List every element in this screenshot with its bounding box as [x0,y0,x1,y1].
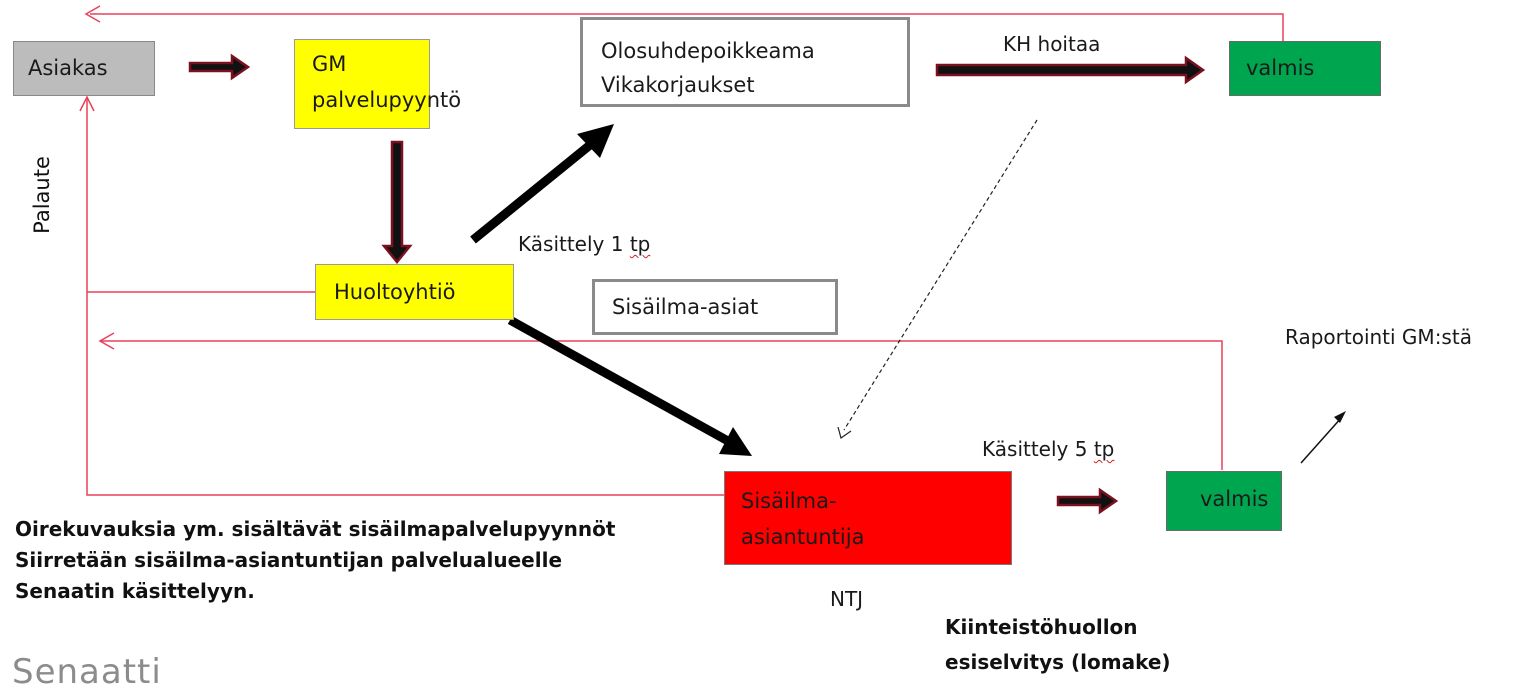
gm-to-huoltoyhtio-arrow [381,140,413,264]
valmis-top-label: valmis [1246,56,1315,80]
kasittely-1-label: Käsittely 1 tp [518,232,650,256]
feedback-middle-line [100,340,1223,470]
olosuhdepoikkeama-box: Olosuhdepoikkeama Vikakorjaukset [580,17,910,107]
note-left-line3: Senaatin käsittelyyn. [15,579,255,603]
kasittely-5-main: Käsittely 5 [982,437,1094,461]
feedback-top-arrowhead [84,5,101,23]
huoltoyhtio-to-asiantuntija-shaft [507,316,731,445]
palaute-arrowhead [79,95,95,112]
asiakas-box: Asiakas [13,41,155,96]
sisailma-asiat-label: Sisäilma-asiat [612,295,759,319]
feedback-middle-arrowhead [98,332,115,350]
kasittely-1-main: Käsittely 1 [518,232,630,256]
valmis-bottom-label: valmis [1200,487,1269,511]
kh-dashed-line [843,119,1038,431]
kasittely-1-unit: tp [629,232,651,256]
gm-label-line2: palvelupyyntö [312,88,462,112]
huoltoyhtio-to-asiantuntija-head [719,427,752,456]
asiantuntija-label-line2: asiantuntija [741,525,865,549]
valmis-bottom-box: valmis [1166,471,1282,531]
kh-dashed-arrowhead [837,426,852,439]
senaatti-logo: Senaatti [12,652,162,692]
sisailma-asiantuntija-box: Sisäilma- asiantuntija [724,471,1012,565]
valmis-top-box: valmis [1229,41,1381,96]
kiinteistohuolto-note: Kiinteistöhuollon esiselvitys (lomake) [945,610,1171,680]
olosuhde-label-line1: Olosuhdepoikkeama [601,39,815,63]
kasittely-5-unit: tp [1093,437,1115,461]
asiakas-label: Asiakas [28,56,108,80]
asiantuntija-to-valmis-arrow [1056,487,1119,515]
raportointi-line [1300,416,1343,464]
kasittely-5-label: Käsittely 5 tp [982,437,1114,461]
olosuhde-to-valmis-arrow [935,55,1206,85]
note-left-line1: Oirekuvauksia ym. sisältävät sisäilmapal… [15,517,616,541]
huoltoyhtio-label: Huoltoyhtiö [334,280,456,304]
olosuhde-label-line2: Vikakorjaukset [601,73,755,97]
gm-palvelupyynto-box: GM palvelupyyntö [294,39,462,129]
asiantuntija-label-line1: Sisäilma- [741,489,837,513]
huoltoyhtio-to-olosuhde-head [577,124,614,158]
note-right-line2: esiselvitys (lomake) [945,650,1171,674]
palaute-label: Palaute [30,156,54,234]
raportointi-label: Raportointi GM:stä [1285,325,1472,349]
ntj-label: NTJ [830,587,864,611]
feedback-top-line [90,13,1284,41]
sisailma-transfer-note: Oirekuvauksia ym. sisältävät sisäilmapal… [15,514,615,607]
gm-label-line1: GM [312,52,347,76]
asiakas-to-gm-arrow [188,53,251,81]
huoltoyhtio-box: Huoltoyhtiö [315,264,514,320]
kh-hoitaa-label: KH hoitaa [1003,32,1101,56]
huoltoyhtio-to-olosuhde-shaft [470,141,593,244]
palaute-line [86,98,724,496]
note-left-line2: Siirretään sisäilma-asiantuntijan palvel… [15,548,563,572]
note-right-line1: Kiinteistöhuollon [945,615,1138,639]
sisailma-asiat-box: Sisäilma-asiat [592,279,838,335]
raportointi-arrowhead [1334,411,1346,423]
